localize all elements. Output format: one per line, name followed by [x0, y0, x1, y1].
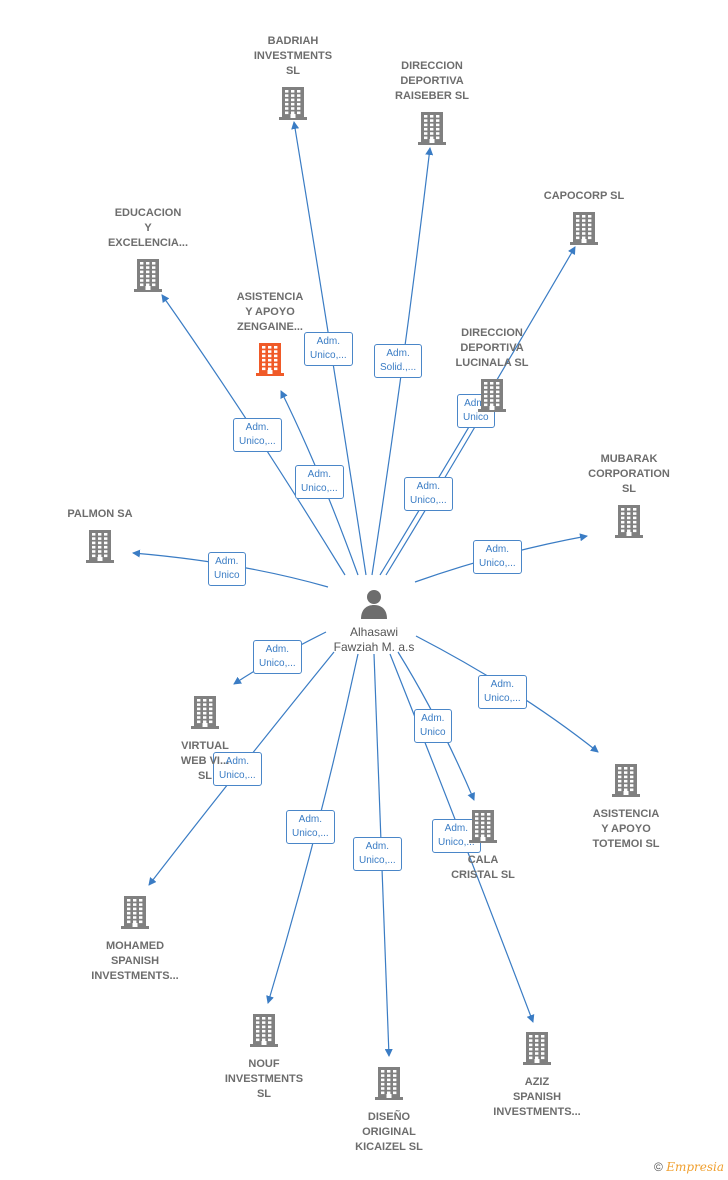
- edge-label-mubarak[interactable]: Adm. Unico,...: [473, 540, 522, 574]
- company-label: NOUF INVESTMENTS SL: [224, 1058, 304, 1100]
- company-node-mubarak[interactable]: MUBARAK CORPORATION SL: [574, 452, 684, 544]
- company-node-capocorp[interactable]: CAPOCORP SL: [529, 189, 639, 251]
- company-node-badriah[interactable]: BADRIAH INVESTMENTS SL: [238, 34, 348, 126]
- edge-label-zengaine[interactable]: Adm. Unico,...: [295, 465, 344, 499]
- building-icon: [250, 1014, 278, 1047]
- building-icon: [134, 259, 162, 292]
- edge-label-badriah[interactable]: Adm. Unico,...: [304, 332, 353, 366]
- company-label: VIRTUAL WEB VI... SL: [180, 740, 230, 782]
- company-label: AZIZ SPANISH INVESTMENTS...: [493, 1076, 581, 1118]
- company-label: ASISTENCIA Y APOYO TOTEMOI SL: [592, 808, 660, 850]
- building-icon: [612, 764, 640, 797]
- company-node-raiseber[interactable]: DIRECCION DEPORTIVA RAISEBER SL: [377, 59, 487, 151]
- edge-label-nouf[interactable]: Adm. Unico,...: [286, 810, 335, 844]
- company-label: PALMON SA: [67, 508, 133, 520]
- company-node-aziz[interactable]: AZIZ SPANISH INVESTMENTS...: [482, 1030, 592, 1120]
- building-icon: [615, 505, 643, 538]
- company-node-virtual[interactable]: VIRTUAL WEB VI... SL: [150, 694, 260, 784]
- building-icon: [256, 343, 284, 376]
- building-icon: [191, 696, 219, 729]
- company-label: BADRIAH INVESTMENTS SL: [253, 35, 333, 77]
- building-icon: [469, 810, 497, 843]
- footer: © Empresia: [654, 1160, 724, 1174]
- edge-label-cala[interactable]: Adm. Unico: [414, 709, 452, 743]
- building-icon: [279, 87, 307, 120]
- company-label: ASISTENCIA Y APOYO ZENGAINE...: [236, 291, 304, 333]
- company-label: MUBARAK CORPORATION SL: [588, 453, 670, 495]
- company-label: CALA CRISTAL SL: [451, 854, 515, 881]
- building-icon: [86, 530, 114, 563]
- edge-label-capocorp[interactable]: Adm. Unico,...: [404, 477, 453, 511]
- edge-label-diseno[interactable]: Adm. Unico,...: [353, 837, 402, 871]
- company-node-diseno[interactable]: DISEÑO ORIGINAL KICAIZEL SL: [334, 1065, 444, 1155]
- person-node[interactable]: Alhasawi Fawziah M. a.s: [331, 588, 417, 655]
- building-icon: [523, 1032, 551, 1065]
- building-icon: [570, 212, 598, 245]
- edge-label-mohamed[interactable]: Adm. Unico,...: [213, 752, 262, 786]
- brand-logo: Empresia: [666, 1160, 724, 1174]
- edge-label-totemoi[interactable]: Adm. Unico,...: [478, 675, 527, 709]
- company-label: MOHAMED SPANISH INVESTMENTS...: [91, 940, 179, 982]
- company-label: EDUCACION Y EXCELENCIA...: [107, 207, 189, 249]
- company-node-nouf[interactable]: NOUF INVESTMENTS SL: [209, 1012, 319, 1102]
- company-node-mohamed[interactable]: MOHAMED SPANISH INVESTMENTS...: [80, 894, 190, 984]
- company-node-cala[interactable]: CALA CRISTAL SL: [428, 808, 538, 883]
- company-node-educacion[interactable]: EDUCACION Y EXCELENCIA...: [93, 206, 203, 298]
- company-node-lucinala[interactable]: DIRECCION DEPORTIVA LUCINALA SL: [437, 326, 547, 418]
- company-label: DISEÑO ORIGINAL KICAIZEL SL: [355, 1111, 423, 1153]
- company-label: DIRECCION DEPORTIVA RAISEBER SL: [395, 60, 469, 102]
- edge-label-palmon[interactable]: Adm. Unico: [208, 552, 246, 586]
- edge-label-raiseber[interactable]: Adm. Solid.,...: [374, 344, 423, 378]
- edge-label-lucinala[interactable]: Adm. Unico: [457, 394, 495, 428]
- building-icon: [121, 896, 149, 929]
- person-icon: [361, 590, 387, 619]
- copyright-mark: ©: [654, 1160, 663, 1174]
- company-node-palmon[interactable]: PALMON SA: [45, 507, 155, 569]
- building-icon: [418, 112, 446, 145]
- company-label: DIRECCION DEPORTIVA LUCINALA SL: [455, 327, 529, 369]
- edge-label-educacion[interactable]: Adm. Unico,...: [233, 418, 282, 452]
- building-icon: [478, 379, 506, 412]
- building-icon: [375, 1067, 403, 1100]
- company-label: CAPOCORP SL: [543, 190, 625, 202]
- edge-label-virtual[interactable]: Adm. Unico,...: [253, 640, 302, 674]
- company-node-totemoi[interactable]: ASISTENCIA Y APOYO TOTEMOI SL: [571, 762, 681, 852]
- company-node-zengaine[interactable]: ASISTENCIA Y APOYO ZENGAINE...: [215, 290, 325, 382]
- person-name: Alhasawi Fawziah M. a.s: [333, 625, 415, 654]
